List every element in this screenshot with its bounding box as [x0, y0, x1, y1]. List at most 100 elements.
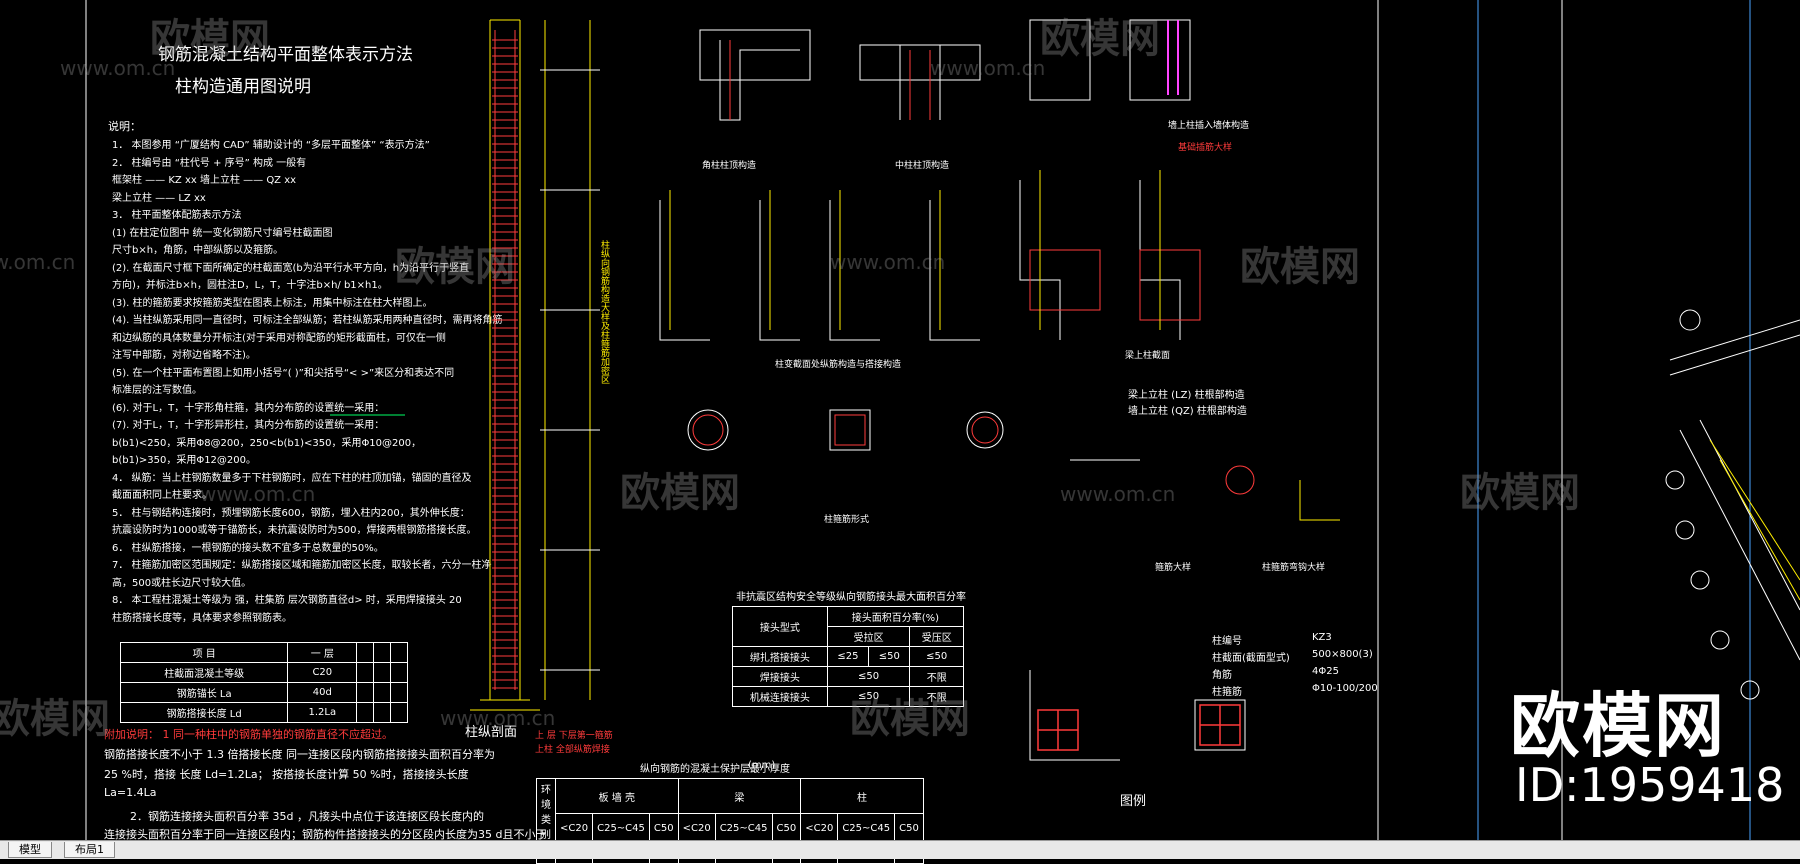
legend-key: 柱箍筋 [1212, 687, 1242, 698]
tab-layout1[interactable]: 布局1 [64, 842, 115, 858]
note-line: 和边纵筋的具体数量分开标注(对于采用对称配筋的矩形截面柱，可仅在一侧 [112, 332, 446, 344]
cover-header: 板 墙 壳 [555, 777, 679, 815]
detail-label: 柱箍筋弯钩大样 [1262, 563, 1326, 573]
watermark-url: www.om.cn [1060, 482, 1176, 506]
note-line: 截面面积同上柱要求。 [112, 490, 212, 501]
column-note: 上 层 下层第一箍筋 [535, 731, 613, 741]
mat-row-label: 钢筋锚长 La [119, 682, 289, 703]
cover-subheader: C25~C45 [592, 813, 650, 844]
red-note-line: 25 %时，搭接 长度 Ld=1.2La； 按搭接长度计算 50 %时，搭接接头… [104, 768, 469, 781]
brand-logo-text: 欧模网 [1510, 685, 1726, 767]
red-note-line: 钢筋搭接长度不小于 1.3 倍搭接长度 同一连接区段内钢筋搭接接头面积百分率为 [104, 748, 495, 761]
legend-drawing [1029, 670, 1246, 761]
note-line: 高，500或柱长边尺寸较大值。 [112, 577, 252, 589]
cover-header: 柱 [800, 777, 924, 815]
note-line: (7). 对于L，T，十字形异形柱，其内分布筋的设置统一采用： [112, 420, 385, 431]
detail-label: 中柱柱顶构造 [895, 161, 950, 171]
note-line: 6． 柱纵筋搭接，一根钢筋的接头数不宜多于总数量的50%。 [112, 542, 384, 554]
detail-label: 基础插筋大样 [1178, 143, 1233, 153]
note-line: 5． 柱与钢结构连接时，预埋钢筋长度600，钢筋，埋入柱内200，其外伸长度： [112, 507, 470, 519]
legend-value: 4Φ25 [1312, 666, 1339, 677]
note-line: (6). 对于L，T，十字形角柱箍，其内分布筋的设置统一采用： [112, 402, 385, 414]
brand-id: ID:1959418 [1515, 758, 1785, 812]
drawing-subtitle: 柱构造通用图说明 [175, 77, 311, 97]
note-line: 7． 柱箍筋加密区范围规定：纵筋搭接区域和箍筋加密区长度，取较长者，六分一柱净 [112, 560, 492, 571]
lap-table: 接头型式 接头面积百分率(%) 受拉区 受压区 绑扎搭接接头 ≤25 ≤50 ≤… [732, 606, 965, 707]
note-line: 4． 纵筋：当上柱钢筋数量多于下柱钢筋时，应在下柱的柱顶加锚，锚固的直径及 [112, 472, 472, 484]
detail-label: 角柱柱顶构造 [702, 161, 757, 171]
detail-drawings [659, 19, 1340, 521]
note-line: (3). 柱的箍筋要求按箍筋类型在图表上标注，用集中标注在柱大样图上。 [112, 297, 433, 309]
lap-cell: ≤50 [826, 686, 911, 707]
detail-label: 墙上立柱 (QZ) 柱根部构造 [1128, 406, 1247, 417]
drawing-title: 钢筋混凝土结构平面整体表示方法 [158, 45, 413, 65]
cover-table-title: 纵向钢筋的混凝土保护层最小厚度 [640, 764, 790, 775]
column-note: 上柱 全部纵筋焊接 [535, 745, 610, 755]
detail-label: 墙上柱插入墙体构造 [1168, 121, 1250, 131]
lap-cell: ≤25 [826, 646, 870, 667]
mat-header-value: 一 层 [287, 642, 358, 663]
note-line: (1) 在柱定位图中 统一变化钢筋尺寸编号柱截面图 [112, 227, 333, 239]
note-line: 方向)，并标注b×h，圆柱注D，L，T，十字注b×h/ b1×h1。 [112, 280, 388, 291]
legend-value: KZ3 [1312, 632, 1332, 643]
cover-subheader: <C20 [677, 813, 716, 844]
lap-row-label: 焊接接头 [732, 666, 828, 687]
cover-header: 梁 [677, 777, 802, 815]
note-line: b(b1)>350，采用Φ12@200。 [112, 455, 257, 466]
note-line: 抗震设防时为1000或等于锚筋长，未抗震设防时为500，焊接两根钢筋搭接长度。 [112, 525, 477, 536]
note-line: b(b1)<250，采用Φ8@200，250<b(b1)<350，采用Φ10@2… [112, 437, 422, 449]
tab-model[interactable]: 模型 [8, 842, 52, 858]
watermark-url: www.om.cn [830, 250, 946, 274]
mat-row-label: 柱截面混凝土等级 [119, 662, 289, 683]
note-line: 梁上立柱 —— LZ xx [112, 192, 206, 204]
cover-table-unit: (mm) [748, 760, 776, 771]
lap-cell: ≤50 [868, 646, 911, 667]
mat-row-value: 40d [287, 682, 358, 703]
lap-cell: ≤50 [909, 646, 964, 667]
drawing-frame [85, 0, 1751, 840]
column-section-label: 柱纵剖面 [465, 725, 518, 740]
legend-key: 柱截面(截面型式) [1212, 653, 1290, 664]
note-line: (2). 在截面尺寸框下面所确定的柱截面宽(b为沿平行水平方向，h为沿平行于竖直 [112, 262, 470, 274]
legend-key: 角筋 [1212, 670, 1232, 681]
layout-tab-bar: 模型 布局1 [0, 840, 1800, 859]
legend-value: 500×800(3) [1312, 649, 1373, 660]
lap-cell: ≤50 [826, 666, 911, 687]
detail-label: 柱变截面处纵筋构造与搭接构造 [775, 360, 902, 370]
mat-row-value: C20 [287, 662, 358, 683]
watermark-url: www.om.cn [200, 482, 316, 506]
lap-cell: 不限 [909, 686, 964, 707]
bottom-note-line: 2．钢筋连接接头面积百分率 35d ，凡接头中点位于该连接区段长度内的 [130, 810, 484, 823]
mat-header-item: 项 目 [119, 642, 289, 663]
lap-row-label: 机械连接接头 [732, 686, 828, 707]
note-line: 3． 柱平面整体配筋表示方法 [112, 210, 242, 221]
watermark-url: www.om.cn [930, 56, 1046, 80]
lap-cell: 不限 [909, 666, 964, 687]
column-section-drawing [470, 19, 600, 711]
cover-subheader: C50 [894, 813, 924, 844]
detail-label: 梁上柱截面 [1125, 351, 1171, 361]
legend-value: Φ10-100/200 [1312, 683, 1378, 694]
legend-key: 柱编号 [1212, 636, 1242, 647]
note-line: (5). 在一个柱平面布置图上如用小括号“( )”和尖括号“< >”来区分和表达… [112, 367, 455, 379]
legend-title: 图例 [1120, 794, 1147, 809]
lap-header-type: 接头型式 [732, 606, 828, 647]
note-line: 2． 柱编号由 “柱代号 + 序号” 构成 一般有 [112, 157, 307, 169]
note-line: (4). 当柱纵筋采用同一直径时，可标注全部纵筋；若柱纵筋采用两种直径时，需再将… [112, 315, 503, 326]
note-line: 标准层的注写数值。 [112, 385, 202, 396]
lap-table-title: 非抗震区结构安全等级纵向钢筋接头最大面积百分率 [736, 592, 966, 603]
red-note-line: La=1.4La [104, 786, 157, 799]
mat-row-value: 1.2La [287, 702, 358, 723]
cover-subheader: <C20 [800, 813, 839, 844]
materials-table: 项 目 一 层 柱截面混凝土等级 C20 钢筋锚长 La 40d 钢筋搭接长度 … [119, 642, 408, 723]
note-line: 框架柱 —— KZ xx 墙上立柱 —— QZ xx [112, 175, 297, 186]
lap-col-tension: 受拉区 [826, 626, 911, 647]
lap-row-label: 绑扎搭接接头 [732, 646, 828, 667]
partial-plan-drawing [1665, 309, 1800, 700]
note-line: 尺寸b×h，角筋，中部纵筋以及箍筋。 [112, 245, 284, 256]
detail-label: 箍筋大样 [1155, 563, 1192, 573]
lap-header-pct: 接头面积百分率(%) [826, 606, 965, 627]
red-note-line: 附加说明： 1 同一种柱中的钢筋单独的钢筋直径不应超过。 [104, 728, 393, 741]
